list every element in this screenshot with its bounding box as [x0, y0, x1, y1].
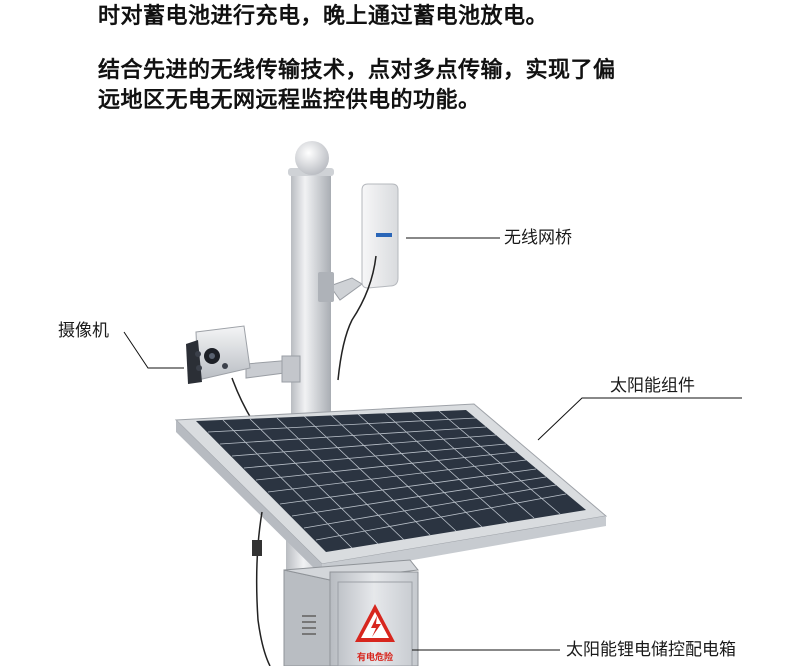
callout-battery-box: 太阳能锂电储控配电箱 [566, 640, 736, 660]
intro-paragraph-2: 结合先进的无线传输技术，点对多点传输，实现了偏 远地区无电无网远程监控供电的功能… [98, 56, 616, 116]
intro-paragraph-1: 时对蓄电池进行充电，晚上通过蓄电池放电。 [98, 4, 549, 29]
callout-camera: 摄像机 [58, 321, 109, 341]
cable-connector [252, 540, 262, 556]
camera [186, 325, 301, 421]
battery-control-box [283, 559, 419, 666]
callout-lines [123, 237, 742, 651]
vent-slots [302, 615, 316, 635]
callout-solar-module: 太阳能组件 [610, 376, 695, 396]
solar-panel [174, 403, 608, 576]
warning-sign-text: 有电危险 [357, 653, 394, 663]
wireless-bridge [318, 183, 399, 381]
high-voltage-warning-icon [355, 604, 395, 642]
bridge-logo-icon [376, 233, 392, 237]
intro-paragraph-2-line-2: 远地区无电无网远程监控供电的功能。 [98, 88, 481, 113]
intro-paragraph-2-line-1: 结合先进的无线传输技术，点对多点传输，实现了偏 [98, 58, 616, 83]
callout-wireless-bridge: 无线网桥 [504, 228, 572, 248]
pole-cap [295, 141, 329, 175]
